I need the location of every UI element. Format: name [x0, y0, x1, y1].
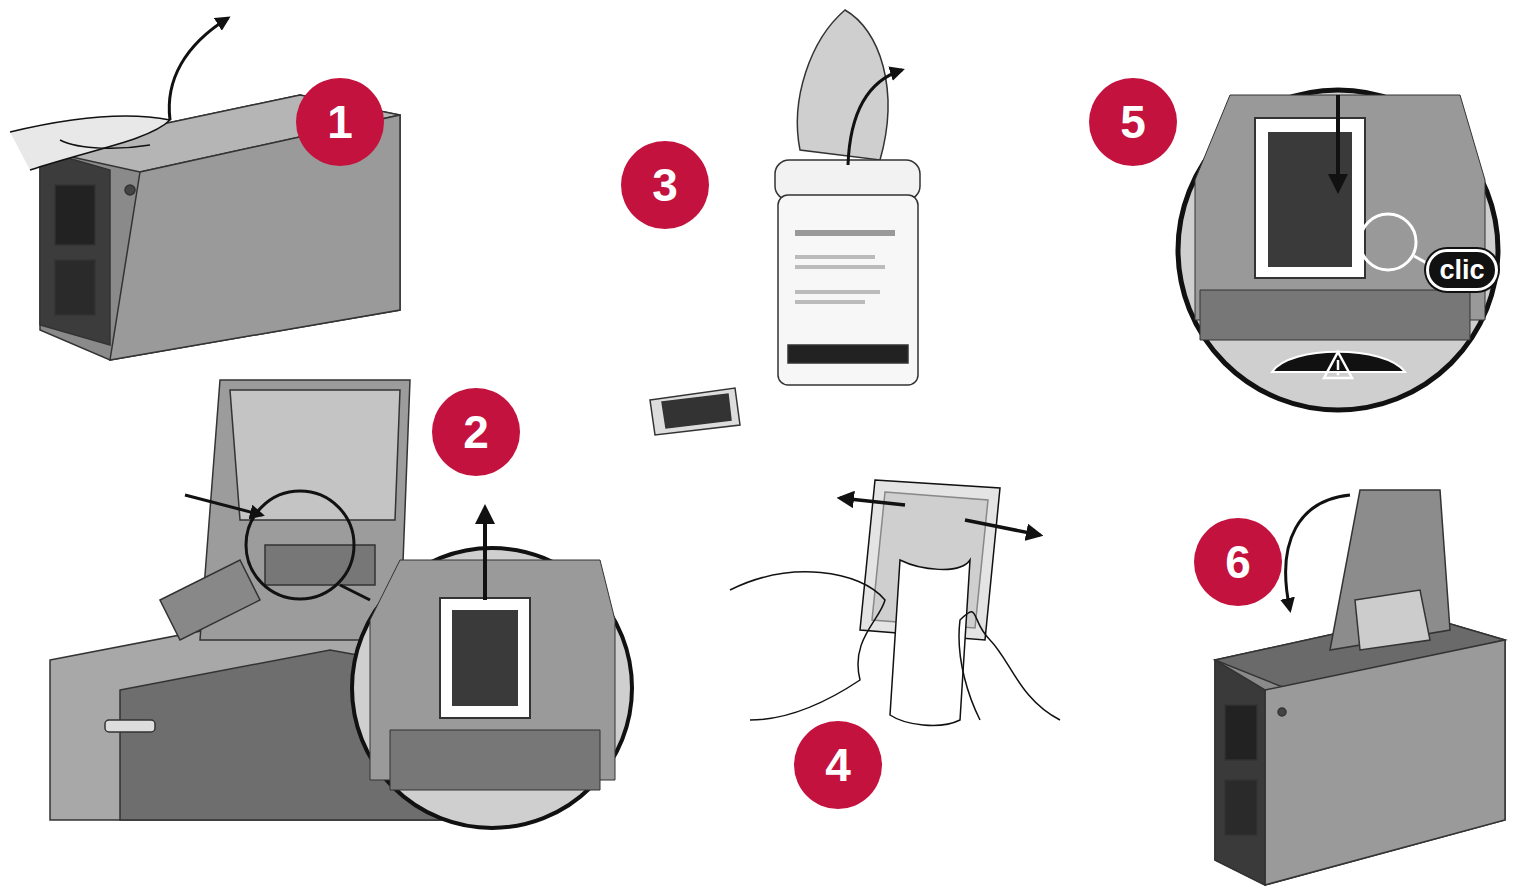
inset-circle	[352, 548, 632, 828]
click-badge: clic	[1426, 249, 1498, 291]
pointer-arrow	[185, 495, 262, 515]
callout-number: 6	[1225, 535, 1251, 589]
step-number: 1	[296, 78, 384, 166]
wipe-arrow-right	[965, 520, 1040, 535]
callout-number: 2	[463, 405, 489, 459]
insert-arrow	[1336, 95, 1340, 190]
step-number: 6	[1194, 518, 1282, 606]
step-number: 4	[794, 721, 882, 809]
remove-arrow	[483, 508, 487, 600]
step-number: 3	[621, 141, 709, 229]
callout-number: 3	[652, 158, 678, 212]
callout-number: 5	[1120, 95, 1146, 149]
callout-number: 1	[327, 95, 353, 149]
cleaning-kit	[650, 10, 920, 435]
click-label: clic	[1439, 255, 1484, 286]
step-number: 5	[1089, 78, 1177, 166]
reinsert-inset	[1178, 90, 1498, 410]
callout-number: 4	[825, 738, 851, 792]
step-number: 2	[432, 388, 520, 476]
wipe-arrow-left	[840, 498, 905, 505]
pull-arrow	[848, 70, 902, 165]
filter-cleaning	[730, 480, 1060, 725]
close-arrow	[1286, 495, 1350, 610]
inset-leader	[340, 585, 370, 600]
printer-closed	[10, 95, 400, 360]
lift-arrow	[169, 18, 228, 120]
